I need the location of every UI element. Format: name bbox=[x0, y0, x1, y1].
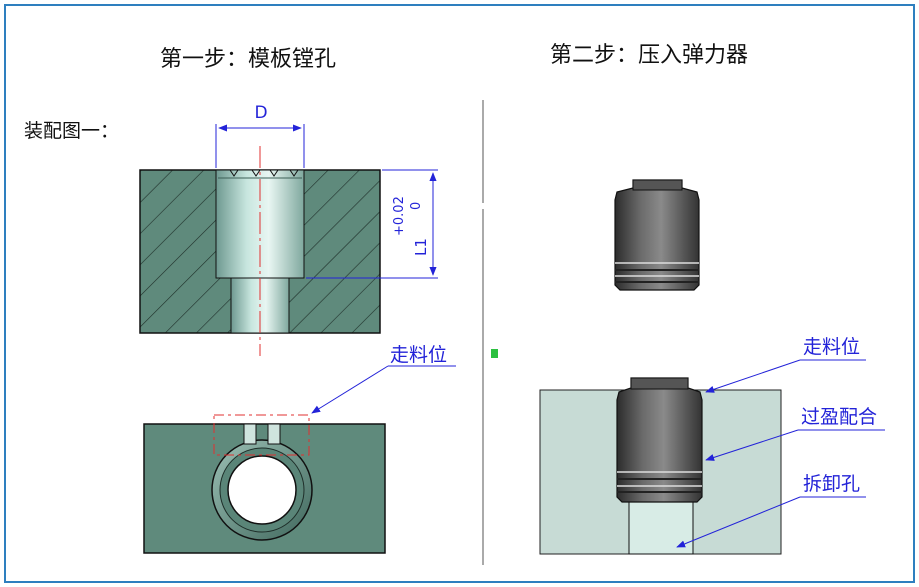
feed-highlight-box bbox=[213, 414, 310, 456]
pressed-spring bbox=[616, 377, 703, 503]
section-view bbox=[139, 146, 381, 356]
assembly-label: 装配图一： bbox=[24, 120, 119, 142]
removal-hole bbox=[628, 499, 694, 555]
dimension-l1-label: L1 bbox=[412, 238, 430, 256]
step2-title: 第二步：压入弹力器 bbox=[550, 43, 748, 68]
dimension-d: D bbox=[215, 103, 305, 168]
feed-slot-right bbox=[267, 423, 281, 445]
dimension-d-label: D bbox=[254, 103, 267, 123]
callout-interference: 过盈配合 bbox=[705, 406, 885, 461]
dimension-l1: L1 +0.02 0 bbox=[306, 169, 438, 279]
callout-removal-text: 拆卸孔 bbox=[803, 473, 860, 495]
callout-feed-right: 走料位 bbox=[705, 336, 866, 393]
groove-notches bbox=[216, 169, 304, 177]
bore-hole bbox=[227, 455, 297, 525]
spring-body bbox=[614, 179, 700, 291]
step1-title: 第一步：模板镗孔 bbox=[160, 47, 336, 72]
callout-removal: 拆卸孔 bbox=[676, 473, 866, 548]
spring-component bbox=[614, 179, 700, 291]
tolerance-upper: +0.02 bbox=[392, 196, 407, 236]
center-divider bbox=[482, 100, 498, 565]
callout-feed-left: 走料位 bbox=[311, 344, 456, 414]
spring-cap bbox=[632, 179, 683, 191]
feed-slot-left bbox=[243, 423, 257, 445]
pressed-spring-cap bbox=[630, 377, 689, 390]
assembled-view bbox=[539, 377, 782, 555]
top-view bbox=[143, 414, 386, 554]
callout-feed-left-text: 走料位 bbox=[390, 344, 447, 366]
green-marker bbox=[491, 349, 498, 358]
callout-interference-text: 过盈配合 bbox=[801, 406, 877, 428]
tolerance-lower: 0 bbox=[409, 202, 424, 210]
callout-feed-right-text: 走料位 bbox=[803, 336, 860, 358]
